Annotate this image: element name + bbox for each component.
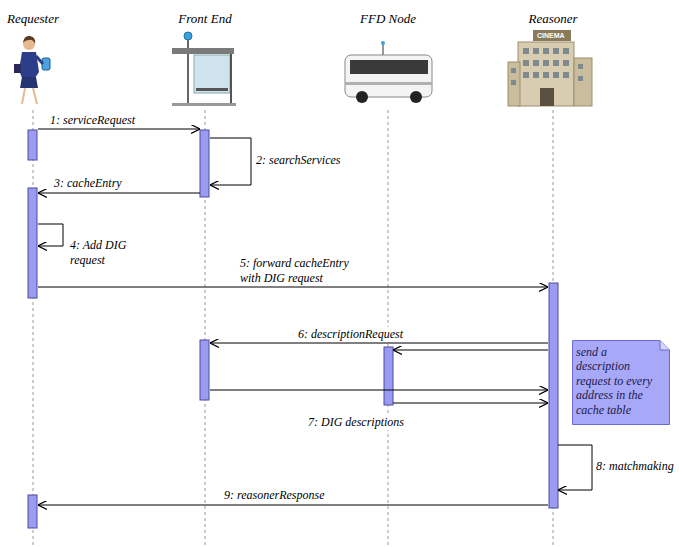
antenna: [184, 32, 192, 40]
message-arrow: [38, 193, 200, 194]
base: [172, 103, 236, 106]
participant-lifeline: Front End: [200, 0, 210, 547]
bench: [196, 88, 228, 91]
message-arrow: [558, 445, 592, 490]
message-label: 3: cacheEntry: [52, 176, 124, 191]
message-label: 4: Add DIG request: [68, 238, 140, 268]
message-arrow: [210, 138, 251, 185]
roof: [172, 48, 234, 54]
message-arrow: [210, 390, 548, 391]
message-arrow: [210, 343, 548, 344]
windows: [350, 60, 428, 74]
message-label: 5: forward cacheEntry with DIG request: [238, 256, 364, 286]
arm: [36, 56, 43, 64]
participant-name: Reasoner: [528, 11, 577, 27]
participant-name: Requester: [7, 11, 59, 27]
activation-bar: [200, 340, 209, 400]
glass: [194, 55, 230, 93]
participant-lifeline: Requester: [28, 0, 38, 547]
antenna: [383, 44, 384, 55]
message-arrow: [393, 350, 548, 351]
windows: [511, 48, 583, 85]
hair: [23, 36, 35, 44]
note-outline: [573, 341, 670, 425]
message-arrow: [38, 224, 63, 246]
participant-lifeline: Reasoner: [548, 0, 558, 547]
activation-bar: [549, 283, 558, 508]
door: [540, 88, 554, 106]
message-arrow: [38, 287, 548, 288]
activation-bar: [384, 347, 393, 405]
bus-body: [345, 55, 432, 97]
activation-bar: [28, 495, 37, 528]
message-label: 6: descriptionRequest: [296, 327, 405, 342]
bus-stop: [172, 32, 236, 106]
message-label: 1: serviceRequest: [48, 113, 137, 128]
bag: [14, 64, 21, 73]
wheel: [356, 91, 368, 103]
message-arrow: [393, 403, 548, 404]
note-box: send a description request to every addr…: [572, 340, 670, 425]
participant-lifeline: FFD Node: [383, 0, 393, 547]
leg: [22, 88, 25, 104]
activation-bars: [28, 130, 558, 528]
wing: [574, 58, 592, 106]
message-label: 2: searchServices: [254, 153, 343, 168]
bus: [345, 41, 432, 103]
participant-name: Front End: [178, 11, 231, 27]
lifeline: [33, 110, 34, 547]
sign-board: [533, 30, 571, 41]
skirt: [20, 77, 38, 88]
participant-name: FFD Node: [360, 11, 416, 27]
suit: [19, 52, 39, 78]
message-label: 7: DIG descriptions: [306, 415, 406, 430]
wheel: [410, 91, 422, 103]
lifelines: [33, 110, 553, 547]
building: [518, 42, 574, 106]
message-label: 9: reasonerResponse: [222, 488, 327, 503]
note-text: send a description request to every addr…: [572, 340, 670, 421]
wing: [508, 62, 520, 106]
message-arrow: [38, 129, 200, 130]
note-fold: [660, 341, 670, 351]
activation-bar: [28, 188, 37, 298]
post: [230, 54, 232, 104]
antenna-tip: [381, 41, 385, 45]
leg: [33, 88, 37, 104]
activation-bar: [28, 130, 37, 160]
message-label: 8: matchmaking: [594, 459, 676, 474]
device: [42, 58, 50, 70]
stripe: [345, 82, 432, 85]
requester-figure: [14, 36, 50, 104]
activation-bar: [200, 130, 209, 197]
cinema-building: [508, 30, 592, 106]
sign-text: CINEMA: [537, 32, 565, 39]
message-arrow: [38, 505, 548, 506]
